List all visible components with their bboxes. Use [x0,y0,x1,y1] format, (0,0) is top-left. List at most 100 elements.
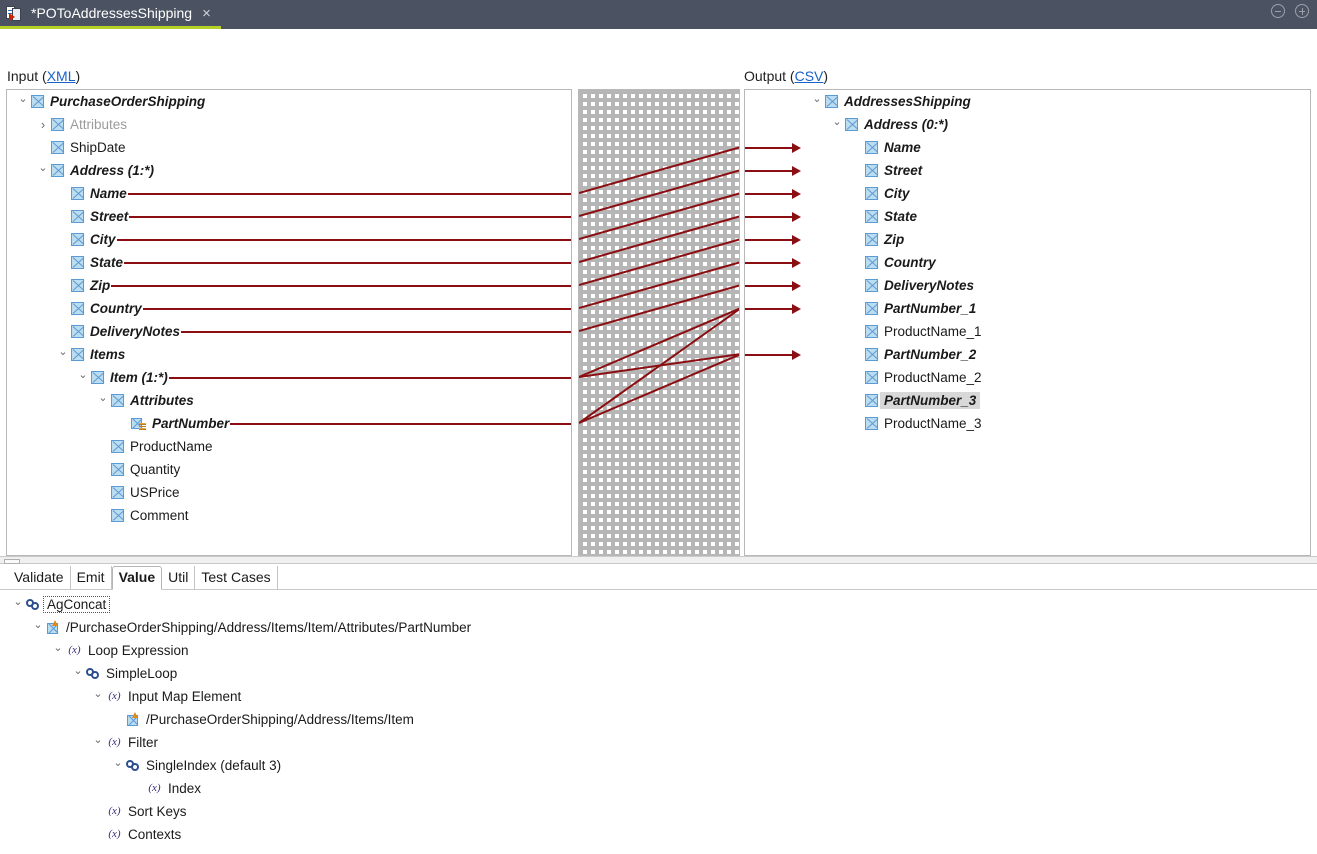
mapping-wire [230,423,571,425]
chevron-down-icon[interactable] [90,690,106,703]
mapping-line [579,261,739,309]
tree-row[interactable]: Attributes [7,113,571,136]
tree-row[interactable]: ShipDate [7,136,571,159]
tree-row[interactable]: Name [745,136,1310,159]
expression-row[interactable]: (x)Sort Keys [0,800,1317,823]
tree-row[interactable]: Street [745,159,1310,182]
tree-row[interactable]: Quantity [7,458,571,481]
expression-row[interactable]: (x)Filter [0,731,1317,754]
tree-row[interactable]: PartNumber_1 [745,297,1310,320]
tree-row-label: Address (1:*) [70,163,155,178]
element-icon [865,394,878,407]
chevron-down-icon[interactable] [15,95,31,108]
chevron-down-icon[interactable] [55,348,71,361]
mapping-line [579,169,739,217]
tree-row[interactable]: Attributes [7,389,571,412]
expression-row[interactable]: SimpleLoop [0,662,1317,685]
element-icon [71,325,84,338]
chevron-down-icon[interactable] [50,644,66,657]
tree-row[interactable]: Items [7,343,571,366]
tab-value[interactable]: Value [111,566,163,590]
tree-row[interactable]: Country [7,297,571,320]
tree-row[interactable]: Comment [7,504,571,527]
output-structure-tree[interactable]: AddressesShippingAddress (0:*) NameStreet… [744,89,1311,556]
input-structure-tree[interactable]: PurchaseOrderShippingAttributesShipDateA… [6,89,572,556]
tree-row[interactable]: City [745,182,1310,205]
mapping-line [579,353,739,424]
editor-tab-potoaddressesshipping[interactable]: *POToAddressesShipping × [0,0,221,29]
tree-row[interactable]: PartNumber_3 [745,389,1310,412]
tree-row[interactable]: ProductName_2 [745,366,1310,389]
output-format-link[interactable]: CSV [794,68,824,84]
element-icon [71,256,84,269]
chevron-right-icon[interactable] [35,117,51,132]
element-icon [111,463,124,476]
mapping-line [579,238,739,286]
tree-row[interactable]: Item (1:*) [7,366,571,389]
chevron-down-icon[interactable] [90,736,106,749]
tree-row[interactable]: Street [7,205,571,228]
mapping-arrowhead [792,235,801,245]
expression-row[interactable]: AgConcat [0,593,1317,616]
tab-test-cases[interactable]: Test Cases [195,566,278,589]
expression-row[interactable]: (x)Loop Expression [0,639,1317,662]
expression-row[interactable]: (x)Input Map Element [0,685,1317,708]
mapping-line [579,284,739,332]
chevron-down-icon[interactable] [95,394,111,407]
tree-row[interactable]: Zip [745,228,1310,251]
expression-icon: (x) [108,690,121,702]
mapping-wire [169,377,571,379]
tree-row[interactable]: Country [745,251,1310,274]
element-icon [865,210,878,223]
tree-row-label: Quantity [130,462,181,477]
mapping-wire [745,308,792,310]
tree-row[interactable]: ProductName_3 [745,412,1310,435]
expression-row[interactable]: (x)Contexts [0,823,1317,846]
tree-row-label: Name [884,140,921,155]
tree-row[interactable]: ProductName_1 [745,320,1310,343]
close-icon[interactable]: × [202,4,211,22]
tree-row[interactable]: Zip [7,274,571,297]
tree-row[interactable]: USPrice [7,481,571,504]
expression-tree[interactable]: AgConcat/PurchaseOrderShipping/Address/I… [0,590,1317,846]
mapping-wire [745,239,792,241]
tree-row[interactable]: Address (0:*) [745,113,1310,136]
tree-row[interactable]: State [7,251,571,274]
chevron-down-icon[interactable] [70,667,86,680]
mapping-line [579,192,739,240]
tab-emit[interactable]: Emit [71,566,112,589]
tree-row[interactable]: PartNumber [7,412,571,435]
tab-util[interactable]: Util [162,566,196,589]
tree-row[interactable]: City [7,228,571,251]
horizontal-splitter[interactable] [0,556,1317,564]
chevron-down-icon[interactable] [30,621,46,634]
chevron-down-icon[interactable] [110,759,126,772]
tree-row[interactable]: PartNumber_2 [745,343,1310,366]
tree-row[interactable]: DeliveryNotes [7,320,571,343]
tree-row[interactable]: State [745,205,1310,228]
tree-row[interactable]: Name [7,182,571,205]
chevron-down-icon[interactable] [35,164,51,177]
expression-row[interactable]: (x)Index [0,777,1317,800]
maximize-icon[interactable] [1295,4,1309,18]
tree-row[interactable]: DeliveryNotes [745,274,1310,297]
chevron-down-icon[interactable] [10,598,26,611]
expression-row[interactable]: /PurchaseOrderShipping/Address/Items/Ite… [0,616,1317,639]
input-format-link[interactable]: XML [46,68,76,84]
expression-row[interactable]: SingleIndex (default 3) [0,754,1317,777]
tree-row[interactable]: ProductName [7,435,571,458]
mapping-canvas[interactable] [578,89,740,556]
mapping-wire [129,216,571,218]
chevron-down-icon[interactable] [809,95,825,108]
expression-row[interactable]: /PurchaseOrderShipping/Address/Items/Ite… [0,708,1317,731]
tree-row-label: State [90,255,124,270]
tab-validate[interactable]: Validate [8,566,71,589]
chevron-down-icon[interactable] [829,118,845,131]
tree-row[interactable]: Address (1:*) [7,159,571,182]
minimize-icon[interactable] [1271,4,1285,18]
tree-row[interactable]: AddressesShipping [745,90,1310,113]
chevron-down-icon[interactable] [75,371,91,384]
tree-row[interactable]: PurchaseOrderShipping [7,90,571,113]
tree-row-label: PartNumber_1 [884,301,977,316]
